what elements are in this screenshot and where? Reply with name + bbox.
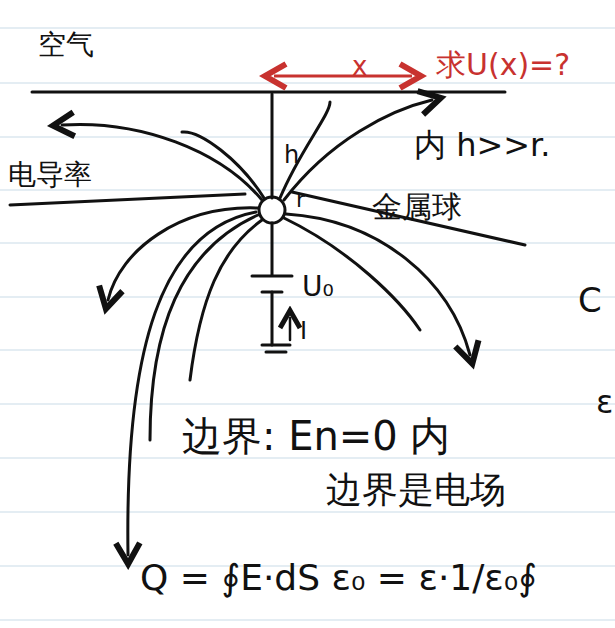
- sphere-label: 金属球: [372, 190, 462, 223]
- partial-note: ε: [596, 385, 613, 420]
- current-label: I: [300, 318, 307, 344]
- radius-label: r: [296, 188, 305, 212]
- depth-line: [271, 94, 274, 198]
- distance-label: x: [352, 52, 367, 81]
- gauss-equation: Q = ∮E·dS ε₀ = ε·1/ε₀∮: [140, 558, 537, 598]
- boundary-note: 边界是电场: [326, 470, 506, 510]
- ruled-lines: [0, 28, 615, 620]
- depth-label: h: [284, 142, 299, 168]
- question-label: 求U(x)=?: [436, 48, 570, 81]
- ground-symbol: [262, 344, 290, 347]
- distance-arrow: [274, 75, 412, 78]
- condition-note: 内 h>>r.: [414, 128, 550, 163]
- voltage-label: U₀: [302, 272, 334, 303]
- medium-label: 空气: [38, 30, 94, 61]
- battery-plate: [252, 275, 292, 278]
- conductivity-label: 电导率: [8, 160, 92, 191]
- conductor-strike: [10, 194, 245, 205]
- boundary-note: 边界: En=0 内: [182, 414, 451, 458]
- ground-surface: [32, 91, 505, 94]
- partial-note: C: [578, 282, 602, 319]
